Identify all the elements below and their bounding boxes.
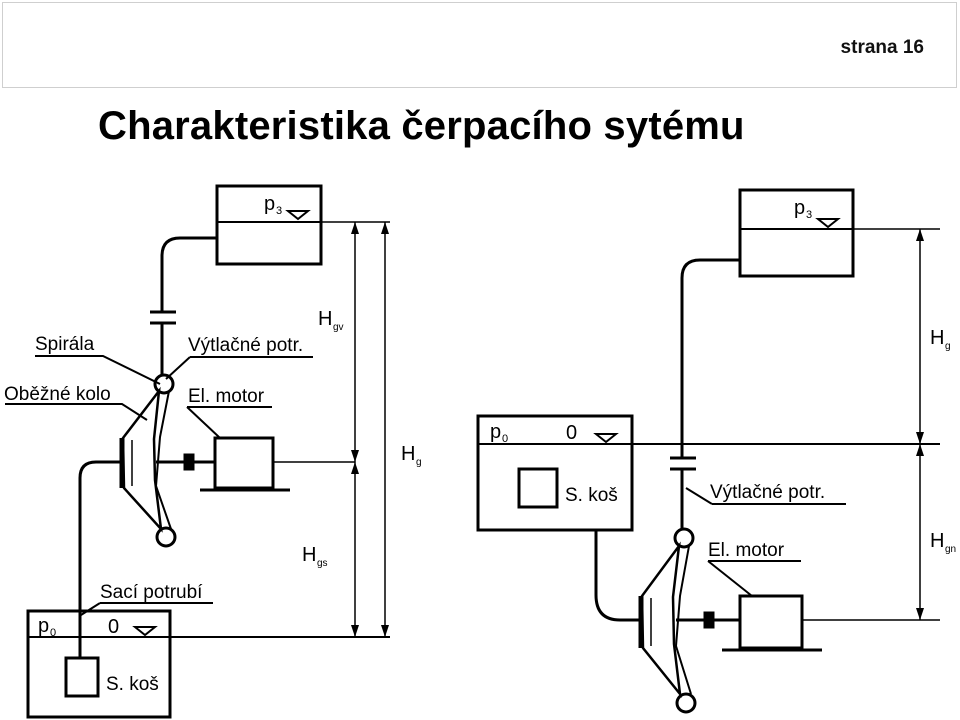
left-pump-casing bbox=[121, 386, 163, 533]
left-hgs-symbol: H bbox=[302, 544, 316, 566]
right-upper-tank bbox=[738, 188, 855, 278]
right-upper-pressure-sub: 3 bbox=[806, 209, 812, 221]
right-middle-pressure-sub: 0 bbox=[502, 433, 508, 445]
right-motor-label: El. motor bbox=[708, 540, 785, 561]
right-hgn-sub: gn bbox=[945, 544, 956, 555]
right-motor bbox=[738, 594, 804, 650]
left-lower-pressure: p bbox=[38, 615, 49, 637]
right-middle-tank bbox=[476, 414, 634, 532]
right-pump-casing bbox=[640, 541, 682, 699]
right-spiral-circle-bottom bbox=[675, 692, 697, 714]
left-discharge-pipe bbox=[160, 236, 217, 312]
right-hg-sub: g bbox=[945, 341, 951, 352]
right-middle-pressure: p bbox=[490, 421, 501, 443]
page-title: Charakteristika čerpacího sytému bbox=[98, 104, 745, 148]
right-upper-pressure: p bbox=[794, 197, 805, 219]
left-lower-level-icon bbox=[132, 626, 158, 637]
left-strainer bbox=[64, 656, 100, 698]
left-motor-label: El. motor bbox=[188, 386, 265, 407]
right-strainer bbox=[517, 467, 559, 509]
left-spiral-circle-bottom bbox=[155, 526, 177, 548]
right-strainer-label: S. koš bbox=[565, 485, 618, 506]
right-coupling bbox=[703, 611, 715, 629]
left-lower-tank bbox=[26, 609, 172, 719]
right-hg-symbol: H bbox=[930, 327, 944, 349]
left-suction-pipe bbox=[78, 460, 122, 658]
right-spiral-circle-top bbox=[673, 527, 695, 549]
left-motor bbox=[213, 436, 275, 490]
left-coupling bbox=[183, 453, 195, 471]
right-hgn-symbol: H bbox=[930, 530, 944, 552]
left-diagram bbox=[5, 184, 390, 719]
left-upper-pressure: p bbox=[264, 193, 275, 215]
left-discharge-label: Výtlačné potr. bbox=[188, 335, 303, 356]
left-spiral-circle-top bbox=[153, 373, 175, 395]
right-discharge-label: Výtlačné potr. bbox=[710, 482, 825, 503]
dimension-arrows bbox=[351, 222, 924, 637]
left-hgs-sub: gs bbox=[317, 558, 328, 569]
left-lower-pressure-sub: 0 bbox=[50, 627, 56, 639]
left-hgv-symbol: H bbox=[318, 308, 332, 330]
right-middle-level-icon bbox=[593, 433, 619, 444]
left-suction-label: Sací potrubí bbox=[100, 582, 203, 603]
left-hg-symbol: H bbox=[401, 443, 415, 465]
right-suction-pipe bbox=[594, 530, 640, 622]
right-discharge-pipe bbox=[680, 258, 740, 458]
left-upper-tank bbox=[215, 184, 323, 266]
left-upper-pressure-sub: 3 bbox=[276, 205, 282, 217]
left-hg-sub: g bbox=[416, 457, 422, 468]
left-upper-level-icon bbox=[285, 210, 311, 221]
right-diagram bbox=[476, 188, 940, 714]
left-lower-level: 0 bbox=[108, 616, 119, 638]
right-middle-level: 0 bbox=[566, 422, 577, 444]
left-impeller-label: Oběžné kolo bbox=[4, 384, 111, 405]
right-upper-level-icon bbox=[815, 218, 841, 229]
page-number: strana 16 bbox=[840, 37, 924, 58]
left-hgv-sub: gv bbox=[333, 322, 344, 333]
left-spiral-label: Spirála bbox=[35, 334, 95, 355]
left-strainer-label: S. koš bbox=[106, 674, 159, 695]
header-box: strana 16 bbox=[2, 2, 957, 88]
